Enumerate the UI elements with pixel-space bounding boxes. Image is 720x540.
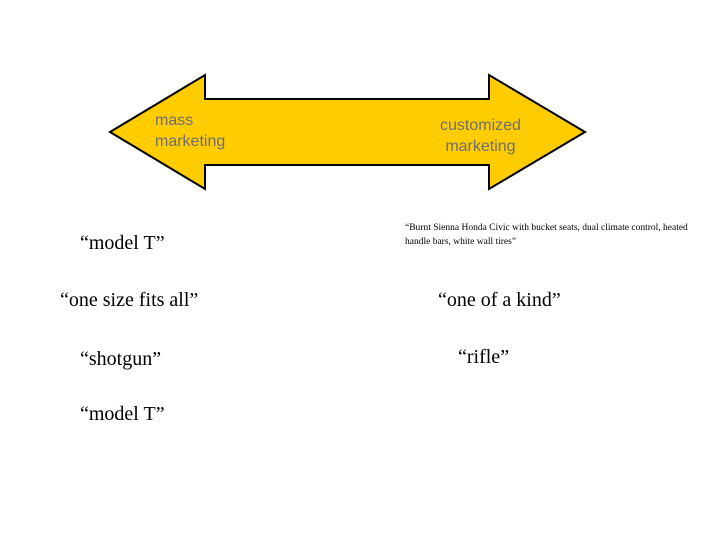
double-headed-arrow — [108, 73, 587, 191]
arrow-body — [108, 73, 587, 191]
one-of-a-kind-quote: “one of a kind” — [438, 289, 561, 311]
model-t-quote: “model T” — [80, 232, 165, 254]
shotgun-quote: “shotgun” — [80, 348, 162, 370]
mass-marketing-label: mass marketing — [155, 112, 226, 150]
one-size-fits-all-quote: “one size fits all” — [60, 289, 199, 311]
honda-civic-example-quote: “Burnt Sienna Honda Civic with bucket se… — [405, 223, 688, 247]
customized-marketing-label: customized marketing — [440, 117, 521, 155]
model-t-quote-2: “model T” — [80, 403, 165, 425]
rifle-quote: “rifle” — [458, 346, 510, 368]
